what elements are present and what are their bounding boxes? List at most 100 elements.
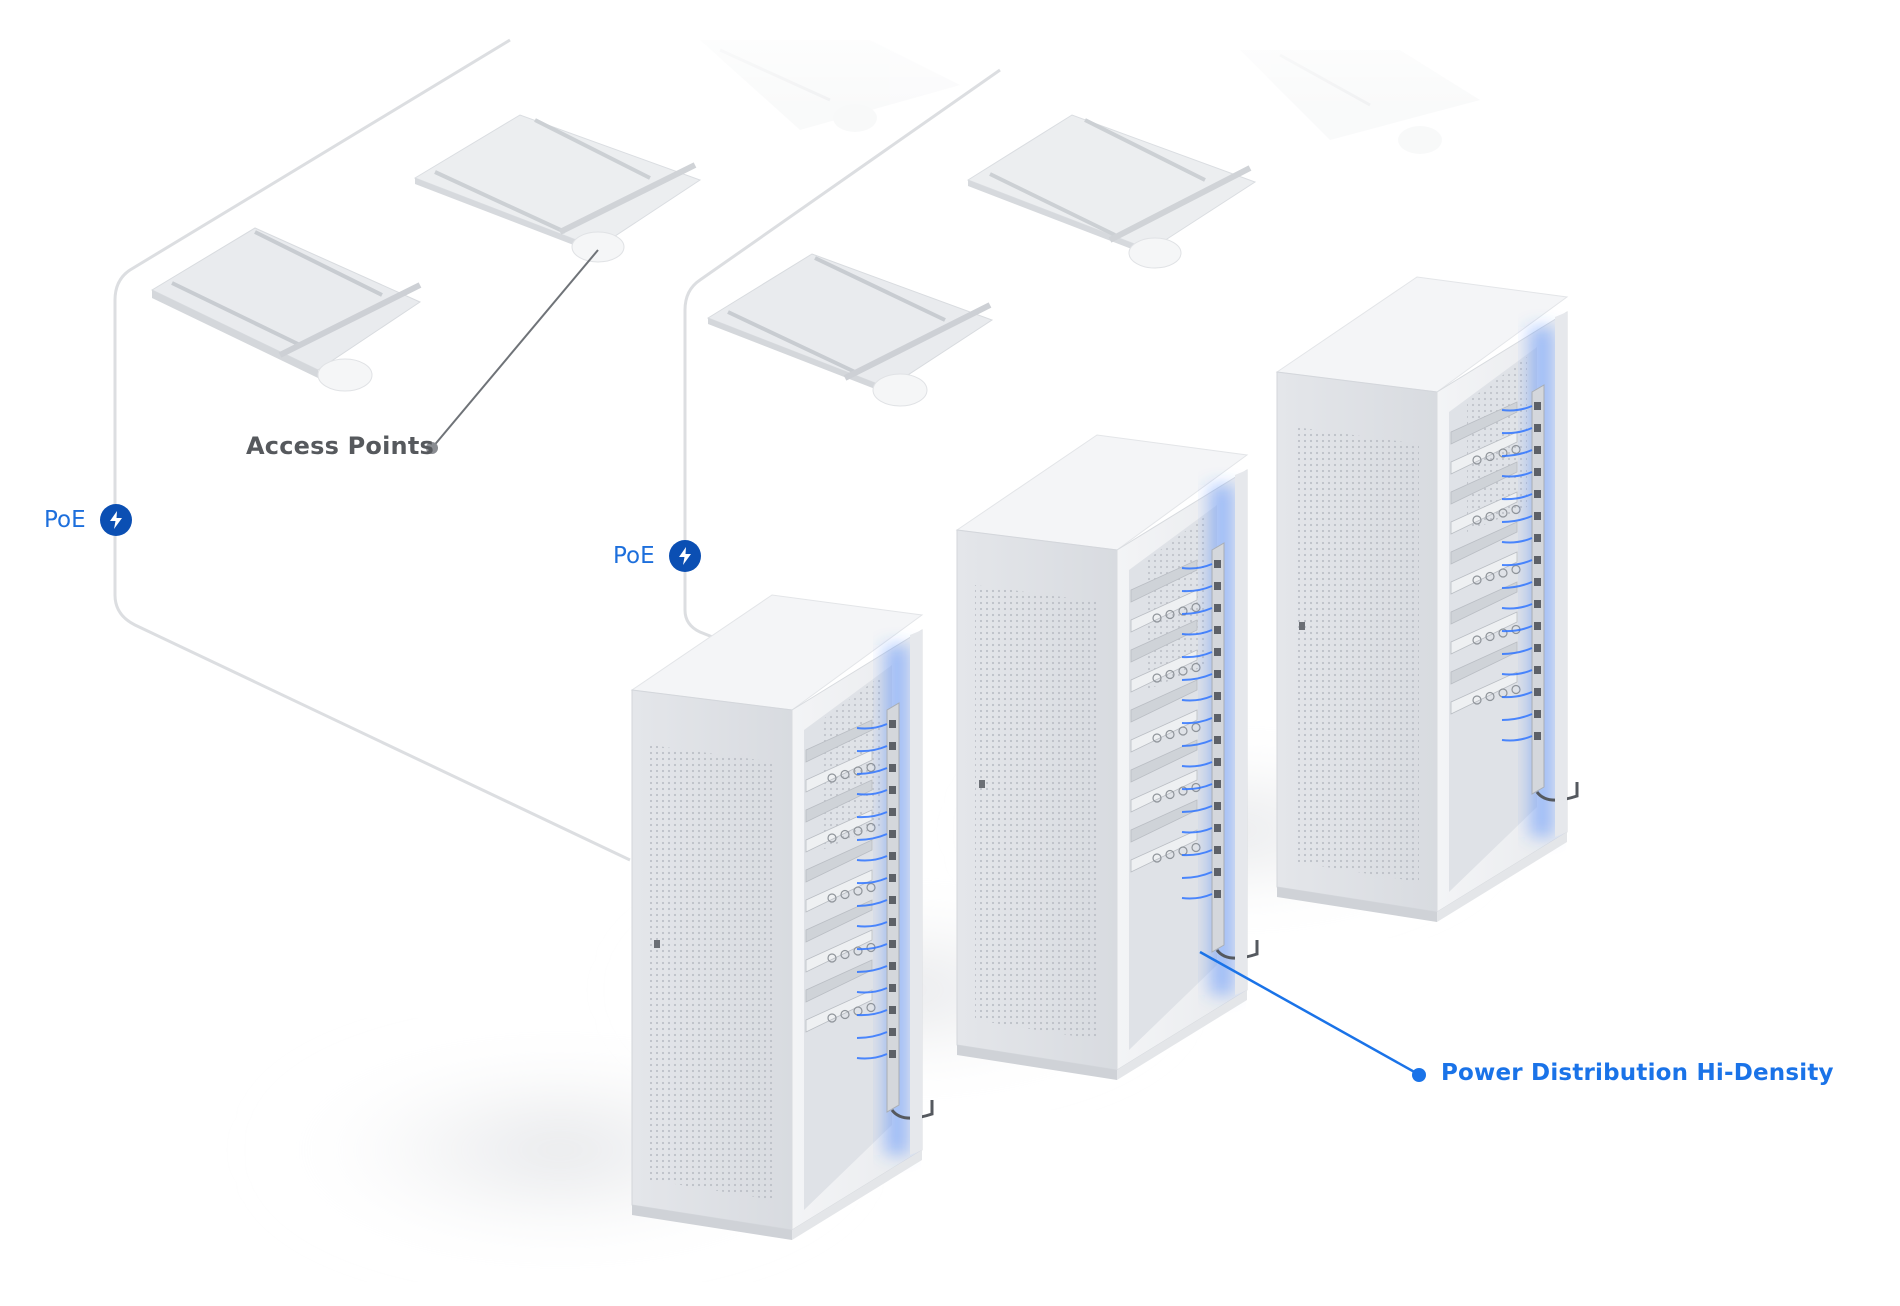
access-point-panel[interactable] (150, 227, 422, 392)
outlet-icon (889, 852, 896, 860)
power-cable (1181, 761, 1213, 768)
outlet-icon (1214, 626, 1221, 634)
power-cable (856, 921, 888, 928)
port-icon (1165, 729, 1175, 740)
server-rack[interactable] (955, 434, 1259, 1080)
outlet-icon (1534, 512, 1541, 520)
rack-unit (1450, 581, 1518, 625)
outlet-icon (1534, 710, 1541, 718)
port-icon (840, 889, 850, 900)
outlet-icon (889, 1006, 896, 1014)
access-point-device[interactable] (317, 358, 373, 392)
outlet-icon (889, 742, 896, 750)
power-distribution-callout-line (1199, 950, 1419, 1076)
port-icon (853, 826, 863, 836)
port-icon (1498, 628, 1508, 638)
power-cable (1181, 673, 1213, 681)
outlet-icon (1534, 600, 1541, 608)
outlet-icon (1534, 666, 1541, 674)
power-cable (1181, 849, 1213, 857)
outlet-icon (1214, 824, 1221, 832)
port-icon (1485, 511, 1495, 522)
server-rack[interactable] (630, 594, 934, 1240)
access-point-panel[interactable] (706, 253, 994, 407)
power-distribution-callout-dot (1412, 1068, 1426, 1082)
power-cable (856, 877, 888, 885)
port-icon (1472, 455, 1482, 465)
outlet-icon (1534, 424, 1541, 432)
access-points-callout-dot (426, 442, 438, 454)
rack-unit (805, 839, 873, 883)
lightning-bolt-icon (668, 540, 701, 572)
port-icon (1165, 789, 1175, 800)
rack-unit (1130, 649, 1198, 693)
outlet-icon (1534, 556, 1541, 564)
power-cable (856, 811, 888, 819)
port-icon (866, 822, 876, 833)
rack-unit (805, 899, 873, 943)
port-icon (1472, 695, 1482, 705)
port-icon (1165, 849, 1175, 860)
power-cable (1501, 515, 1533, 523)
power-cable (1181, 871, 1213, 879)
access-point-panel[interactable] (413, 114, 702, 263)
access-point-device[interactable] (872, 373, 928, 407)
rack-unit (1130, 739, 1198, 783)
access-point-device[interactable] (1128, 237, 1182, 269)
port-icon (1472, 515, 1482, 525)
port-icon (1485, 631, 1495, 642)
rack-post (1235, 470, 1247, 995)
poe-label: PoE (44, 507, 86, 533)
rack-base (1277, 887, 1437, 922)
rack-base (957, 1045, 1117, 1080)
door-lock-icon (654, 940, 660, 948)
rack-unit (1130, 679, 1198, 723)
port-icon (1511, 504, 1521, 515)
rack-unit (805, 719, 873, 763)
power-cable (1181, 607, 1213, 615)
rack-unit (1450, 671, 1518, 715)
outlet-icon (889, 764, 896, 772)
power-cable (1501, 669, 1533, 676)
port-icon (866, 762, 876, 773)
access-point-device[interactable] (571, 231, 625, 263)
power-cable (856, 723, 888, 730)
perforated-door (1295, 427, 1419, 882)
power-cable (1501, 493, 1533, 501)
server-rack[interactable] (1275, 276, 1579, 922)
power-cable (856, 1009, 888, 1017)
port-icon (1511, 444, 1521, 455)
poe-badge: PoE (613, 540, 701, 572)
port-icon (827, 1013, 837, 1023)
rack-base (1437, 832, 1567, 922)
rack-unit (1130, 619, 1198, 663)
power-cable (1501, 713, 1533, 721)
rack-unit (805, 749, 873, 793)
access-point-panel[interactable] (966, 114, 1257, 269)
rack-unit (1450, 401, 1518, 445)
power-cable (1181, 695, 1213, 702)
port-icon (1472, 575, 1482, 585)
power-cable (1501, 625, 1533, 633)
power-cable (856, 943, 888, 951)
port-icon (840, 949, 850, 960)
outlet-icon (1534, 468, 1541, 476)
port-icon (1178, 666, 1188, 676)
rack-unit (1450, 521, 1518, 565)
outlet-icon (1534, 490, 1541, 498)
port-icon (1191, 722, 1201, 733)
power-cable (1501, 471, 1533, 478)
outlet-icon (1214, 560, 1221, 568)
poe-badge: PoE (44, 504, 132, 536)
rack-unit (805, 929, 873, 973)
outlet-icon (1214, 714, 1221, 722)
power-cable (1181, 827, 1213, 834)
outlet-icon (1214, 846, 1221, 854)
outlet-icon (889, 962, 896, 970)
port-icon (1511, 564, 1521, 575)
power-cable (1501, 405, 1533, 412)
outlet-icon (1534, 622, 1541, 630)
power-cable (1181, 805, 1213, 813)
port-icon (1152, 673, 1162, 683)
port-icon (840, 769, 850, 780)
